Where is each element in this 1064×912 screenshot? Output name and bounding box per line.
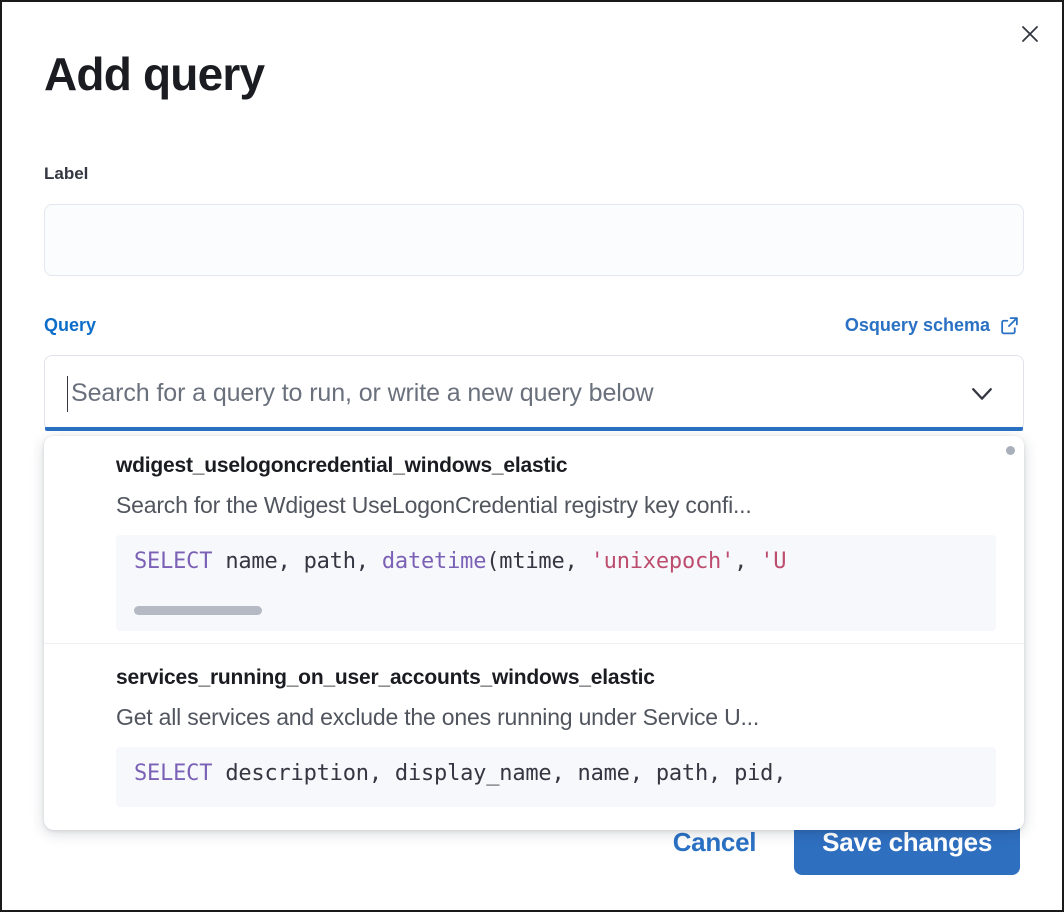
page-title: Add query <box>44 48 265 100</box>
chevron-down-icon[interactable] <box>967 378 997 408</box>
close-icon <box>1018 22 1042 46</box>
label-field-label: Label <box>44 164 89 183</box>
query-combobox[interactable]: Search for a query to run, or write a ne… <box>44 355 1024 431</box>
sql-text: , <box>734 549 761 574</box>
list-item[interactable]: services_running_on_user_accounts_window… <box>44 643 1024 807</box>
osquery-schema-link-label: Osquery schema <box>844 315 990 335</box>
query-option-description: Get all services and exclude the ones ru… <box>116 704 760 730</box>
sql-text: description, display_name, name, path, p… <box>212 761 787 786</box>
sql-text: (mtime, <box>486 549 591 574</box>
query-options-dropdown[interactable]: wdigest_uselogoncredential_windows_elast… <box>44 436 1024 830</box>
sql-string: 'U <box>760 549 787 574</box>
text-cursor <box>67 376 68 412</box>
sql-string: 'unixepoch' <box>590 549 735 574</box>
dropdown-scrollbar[interactable] <box>1006 446 1015 455</box>
sql-keyword: SELECT <box>134 549 213 574</box>
sql-function: datetime <box>381 549 487 574</box>
query-option-description: Search for the Wdigest UseLogonCredentia… <box>116 492 752 518</box>
list-item[interactable]: wdigest_uselogoncredential_windows_elast… <box>44 436 1024 631</box>
osquery-schema-link[interactable]: Osquery schema <box>845 315 1020 336</box>
cancel-button[interactable]: Cancel <box>669 821 760 864</box>
query-field-label: Query <box>44 315 97 335</box>
query-combobox-placeholder: Search for a query to run, or write a ne… <box>71 378 654 407</box>
label-input[interactable] <box>44 204 1024 276</box>
query-option-title: services_running_on_user_accounts_window… <box>116 666 655 689</box>
sql-keyword: SELECT <box>134 761 213 786</box>
external-link-icon <box>999 315 1020 336</box>
close-button[interactable] <box>1012 16 1048 52</box>
query-option-title: wdigest_uselogoncredential_windows_elast… <box>116 454 568 477</box>
query-option-code: SELECT description, display_name, name, … <box>116 747 996 807</box>
query-option-code: SELECT name, path, datetime(mtime, 'unix… <box>116 535 996 631</box>
code-horizontal-scrollbar[interactable] <box>134 606 262 615</box>
sql-text: name, path, <box>212 549 382 574</box>
